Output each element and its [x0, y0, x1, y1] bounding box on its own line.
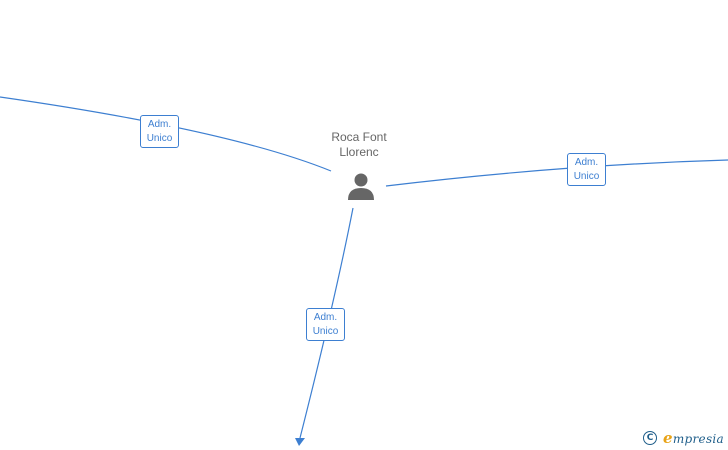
role-line1: Adm. [313, 312, 338, 323]
brand-rest: mpresia [672, 432, 724, 446]
role-label-bottom[interactable]: Adm. Unico [306, 308, 345, 341]
edge-left [0, 96, 332, 172]
role-label-left[interactable]: Adm. Unico [140, 115, 179, 148]
role-line2: Unico [146, 133, 173, 144]
person-name-label[interactable]: Roca Font Llorenc [309, 130, 409, 160]
copyright-icon: C [643, 431, 657, 445]
brand-first-letter: e [663, 429, 673, 447]
brand-logo: empresia [663, 429, 724, 447]
edge-right [385, 159, 728, 187]
person-icon[interactable] [345, 171, 377, 201]
arrowhead-icon [295, 438, 305, 446]
role-label-right[interactable]: Adm. Unico [567, 153, 606, 186]
watermark: C empresia [643, 429, 724, 447]
role-line2: Unico [573, 171, 600, 182]
role-line1: Adm. [574, 157, 599, 168]
person-name-line2: Llorenc [339, 145, 379, 159]
person-name-line1: Roca Font [331, 130, 387, 144]
role-line2: Unico [312, 326, 339, 337]
role-line1: Adm. [147, 119, 172, 130]
